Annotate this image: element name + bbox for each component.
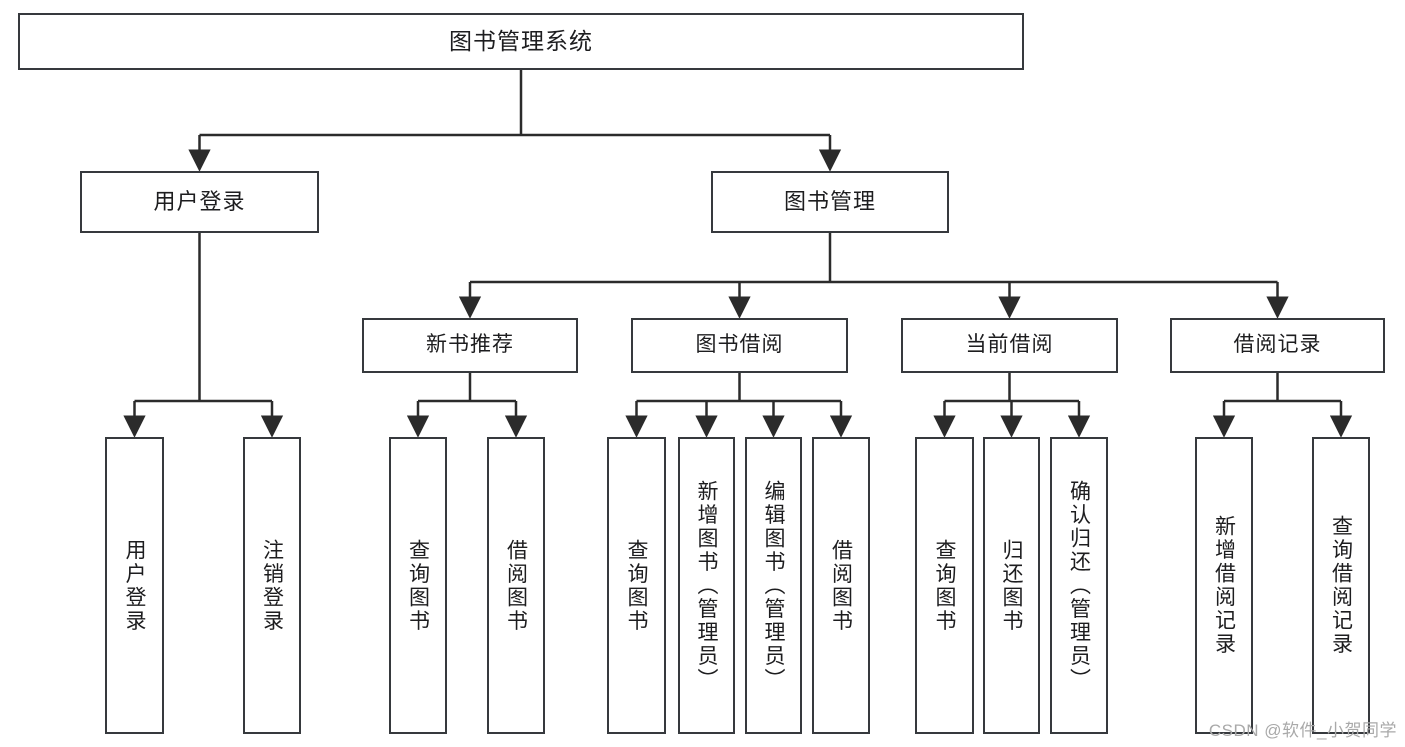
node-label: 查询借阅记录 — [1329, 515, 1353, 656]
node-label: 归还图书 — [1000, 538, 1023, 633]
node-leaf-7: 借阅图书 — [812, 437, 870, 734]
node-label: 查询图书 — [406, 538, 430, 633]
node-leaf-11: 新增借阅记录 — [1195, 437, 1253, 734]
node-label: 确认归还（管理员） — [1067, 479, 1091, 692]
node-label: 编辑图书（管理员） — [762, 479, 785, 692]
node-leaf-12: 查询借阅记录 — [1312, 437, 1370, 734]
csdn-watermark: CSDN @软件_小贺同学 — [1208, 721, 1397, 740]
node-label: 用户登录 — [123, 538, 146, 633]
node-l3-3: 借阅记录 — [1170, 318, 1385, 373]
node-leaf-4: 查询图书 — [607, 437, 666, 734]
node-label: 当前借阅 — [965, 333, 1054, 357]
node-label: 新书推荐 — [426, 333, 514, 357]
node-leaf-2: 查询图书 — [389, 437, 447, 734]
node-label: 新增图书（管理员） — [695, 479, 718, 692]
node-label: 借阅图书 — [504, 538, 528, 633]
node-label: 新增借阅记录 — [1212, 515, 1236, 656]
node-label: 查询图书 — [625, 538, 648, 633]
node-leaf-6: 编辑图书（管理员） — [745, 437, 802, 734]
node-leaf-8: 查询图书 — [915, 437, 974, 734]
node-label: 借阅记录 — [1233, 333, 1322, 357]
node-leaf-3: 借阅图书 — [487, 437, 545, 734]
node-l2-0: 用户登录 — [80, 171, 319, 233]
node-leaf-9: 归还图书 — [983, 437, 1040, 734]
node-label: 用户登录 — [153, 189, 246, 215]
node-label: 借阅图书 — [829, 538, 853, 633]
node-leaf-10: 确认归还（管理员） — [1050, 437, 1108, 734]
node-leaf-0: 用户登录 — [105, 437, 164, 734]
node-l3-1: 图书借阅 — [631, 318, 848, 373]
node-label: 图书管理系统 — [449, 27, 593, 54]
node-label: 注销登录 — [260, 538, 284, 633]
node-label: 图书管理 — [783, 189, 876, 215]
node-label: 图书借阅 — [695, 333, 784, 357]
node-leaf-5: 新增图书（管理员） — [678, 437, 735, 734]
node-l2-1: 图书管理 — [711, 171, 949, 233]
node-label: 查询图书 — [933, 538, 956, 633]
node-root: 图书管理系统 — [18, 13, 1024, 70]
node-leaf-1: 注销登录 — [243, 437, 301, 734]
node-l3-0: 新书推荐 — [362, 318, 578, 373]
node-l3-2: 当前借阅 — [901, 318, 1118, 373]
